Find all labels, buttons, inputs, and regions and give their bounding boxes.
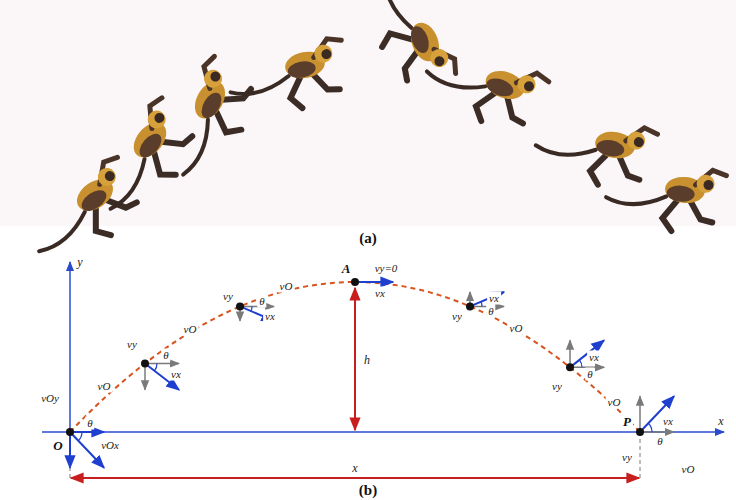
- angle-arc: [579, 360, 582, 367]
- x-axis: [42, 431, 724, 433]
- vector-label: θ: [161, 349, 170, 362]
- trajectory-point: [141, 359, 149, 367]
- vector-label: vy: [221, 290, 235, 303]
- trajectory-path: [70, 282, 640, 432]
- vector-label: vy=0: [373, 262, 400, 275]
- vector-label: vO: [96, 380, 113, 393]
- monkey-figure: [224, 36, 351, 120]
- vector-label: vO: [680, 463, 697, 476]
- monkey-figure: [417, 38, 550, 138]
- vector-label: θ: [486, 305, 495, 318]
- vector-label: vx: [587, 351, 601, 364]
- trajectory-point: [636, 428, 644, 436]
- axis-label: y: [75, 255, 84, 269]
- monkey-figure: [18, 154, 151, 274]
- velocity-vector: [570, 340, 604, 367]
- monkey-figure: [531, 110, 658, 194]
- trajectory-point: [566, 363, 574, 371]
- trajectory-point: [66, 428, 74, 436]
- point-label: O: [51, 438, 64, 453]
- vx-vector: [640, 431, 674, 433]
- trajectory-point: [466, 302, 474, 310]
- guide-line: [70, 432, 71, 478]
- vector-label: vy: [125, 338, 139, 351]
- vy-vector: [569, 340, 571, 367]
- range-arrow: [71, 477, 639, 479]
- angle-arc: [480, 302, 482, 307]
- vector-label: vO: [278, 280, 295, 293]
- photo-ground: [0, 0, 736, 226]
- vy-vector: [69, 432, 71, 468]
- axis-label: x: [350, 461, 359, 475]
- vector-label: vy: [620, 451, 634, 464]
- angle-arc: [648, 423, 652, 432]
- monkey-figure: [83, 95, 208, 227]
- vy-vector: [639, 396, 641, 432]
- vector-label: vy: [550, 380, 564, 393]
- point-label: P: [621, 414, 633, 429]
- vector-label: vx: [661, 415, 675, 428]
- guide-line: [640, 432, 641, 478]
- velocity-vector: [640, 396, 674, 432]
- vector-label: vO: [508, 322, 525, 335]
- angle-arc: [154, 363, 157, 370]
- vector-label: vO: [182, 323, 199, 336]
- monkey-figure: [604, 161, 727, 235]
- vector-label: vy: [450, 310, 464, 323]
- vector-label: vx: [373, 287, 387, 300]
- angle-arc: [78, 432, 82, 441]
- vector-label: vx: [263, 310, 277, 323]
- monkey-figure: [152, 54, 266, 188]
- vector-label: θ: [655, 435, 664, 448]
- axis-label: h: [362, 353, 372, 367]
- panel-caption: (a): [357, 230, 379, 247]
- vector-label: vx: [169, 368, 183, 381]
- vx-vector: [355, 281, 393, 283]
- vector-label: θ: [257, 295, 266, 308]
- apex-point: [351, 278, 359, 286]
- vector-label: θ: [585, 368, 594, 381]
- height-arrow: [354, 288, 356, 430]
- panel-caption: (b): [357, 481, 379, 498]
- trajectory-point: [236, 302, 244, 310]
- vector-label: vOy: [39, 392, 61, 405]
- axis-label: x: [716, 414, 725, 428]
- vx-vector: [70, 431, 104, 433]
- point-label: A: [340, 261, 353, 276]
- vector-label: vOx: [99, 439, 121, 452]
- vector-label: vO: [606, 396, 623, 409]
- angle-arc: [250, 306, 252, 311]
- vector-label: vx: [487, 292, 501, 305]
- vx-vector: [145, 363, 179, 365]
- monkey-figure: [359, 0, 459, 94]
- vector-label: θ: [85, 417, 94, 430]
